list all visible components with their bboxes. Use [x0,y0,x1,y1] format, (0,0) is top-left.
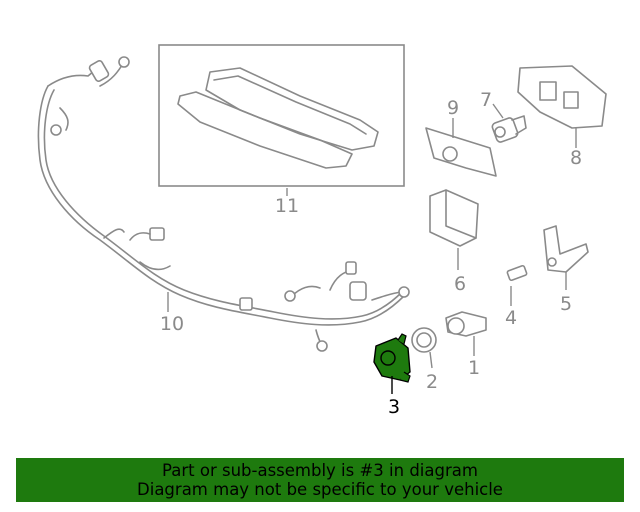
connector-right-b [345,261,357,275]
leader-2 [429,351,433,369]
bracket-3-tab-top [397,333,407,345]
callout-7[interactable]: 7 [480,89,492,111]
callout-8[interactable]: 8 [570,147,582,169]
connector-left [50,124,62,136]
callout-5[interactable]: 5 [560,293,572,315]
callout-11[interactable]: 11 [275,195,299,217]
connector-lower-a [239,297,253,311]
connector-top-b [118,56,130,68]
bracket-3-ring [380,350,396,366]
part-6-module[interactable] [429,189,479,247]
harness-main-a [37,85,405,326]
bracket-5-hole [547,257,557,267]
harness-branch-mid-b [129,232,151,241]
part-7-camera[interactable] [491,115,527,143]
connector-mid-a [149,227,165,241]
connector-bottom [316,340,328,352]
camera-connector [511,115,527,135]
bracket-9-hole [442,146,458,162]
banner-line-1: Part or sub-assembly is #3 in diagram [162,461,478,480]
module-edge [445,189,477,239]
harness-branch-mid [103,228,125,239]
connector-right-a [284,290,296,302]
callout-4[interactable]: 4 [505,307,517,329]
part-11-molding[interactable] [158,44,405,187]
bracket-9-body [425,127,497,177]
part-3-sensor-bracket[interactable] [373,333,411,383]
inset-box [158,44,405,187]
harness-branch-top [47,65,101,87]
molding-lower [177,91,353,169]
connector-right-c [349,281,367,301]
callout-9[interactable]: 9 [447,97,459,119]
callout-1[interactable]: 1 [468,357,480,379]
callout-3[interactable]: 3 [388,396,400,418]
leader-7 [492,103,504,119]
callout-2[interactable]: 2 [426,371,438,393]
bracket-8-slot-b [563,91,579,109]
part-5-bracket[interactable] [543,225,589,273]
part-10-wiring-harness[interactable] [37,56,410,352]
callout-6[interactable]: 6 [454,273,466,295]
info-banner: Part or sub-assembly is #3 in diagram Di… [16,458,624,502]
harness-main-b [43,89,403,320]
molding-upper [205,67,379,151]
part-2-ring[interactable] [411,327,437,353]
bracket-8-slot-a [539,81,557,101]
sensor-face [447,317,465,335]
molding-upper-detail [213,75,367,135]
part-9-bracket[interactable] [425,127,497,177]
part-1-sensor[interactable] [445,311,487,337]
connector-right-d [398,286,410,298]
harness-branch-lower [139,261,171,271]
camera-lens [494,126,506,138]
callout-10[interactable]: 10 [160,313,184,335]
bracket-3-tab-bottom [399,371,411,383]
harness-branch-right-a [291,285,321,297]
harness-branch-left [59,107,69,131]
bracket-8-body [517,65,607,129]
part-8-bracket[interactable] [517,65,607,129]
clip-body [506,264,528,282]
module-body [429,189,479,247]
connector-top-a [88,60,110,82]
ring-inner [416,332,432,348]
part-4-clip[interactable] [506,264,528,282]
banner-line-2: Diagram may not be specific to your vehi… [137,480,503,499]
